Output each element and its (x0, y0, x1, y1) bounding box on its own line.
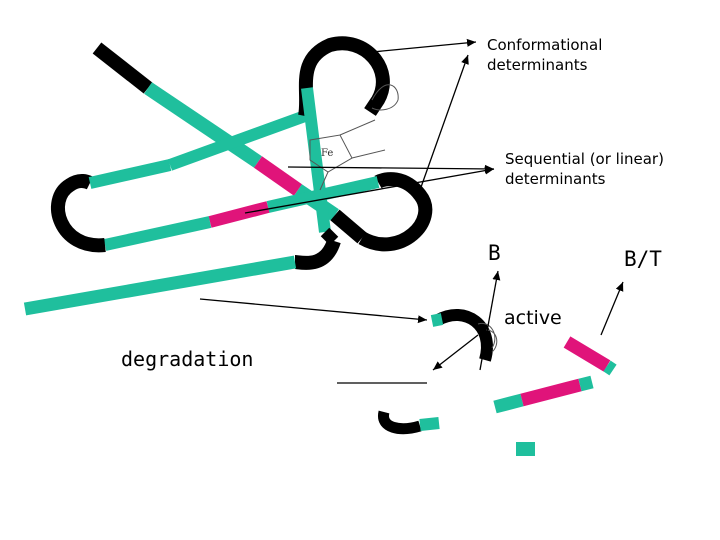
lower-curve (294, 238, 341, 270)
sequential-determinants-label: Sequential (or linear) determinants (505, 149, 664, 189)
left-loop (50, 174, 106, 253)
active-fragment-arc (435, 309, 493, 362)
sequential-line-2: determinants (505, 170, 606, 188)
top-loop (298, 36, 390, 118)
sequential-line-1: Sequential (or linear) (505, 150, 664, 168)
degraded-fragment-3 (516, 442, 535, 456)
top-loop-stem (301, 87, 331, 233)
bottom-strand (23, 255, 297, 316)
degraded-fragment-1 (378, 410, 440, 435)
right-loop (358, 172, 433, 252)
fe-cluster (309, 84, 399, 191)
b-label: B (488, 241, 501, 265)
upper-strand (88, 110, 308, 189)
arrows (199, 38, 624, 384)
active-label: active (504, 307, 562, 329)
bt-label: B/T (624, 247, 662, 271)
degradation-label: degradation (121, 347, 254, 371)
conformational-line-2: determinants (487, 56, 588, 74)
degraded-fragment-2 (493, 375, 594, 414)
conformational-determinants-label: Conformational determinants (487, 35, 602, 75)
fe-label: Fe (321, 148, 334, 159)
bt-fragment (563, 336, 617, 376)
conformational-line-1: Conformational (487, 36, 603, 54)
